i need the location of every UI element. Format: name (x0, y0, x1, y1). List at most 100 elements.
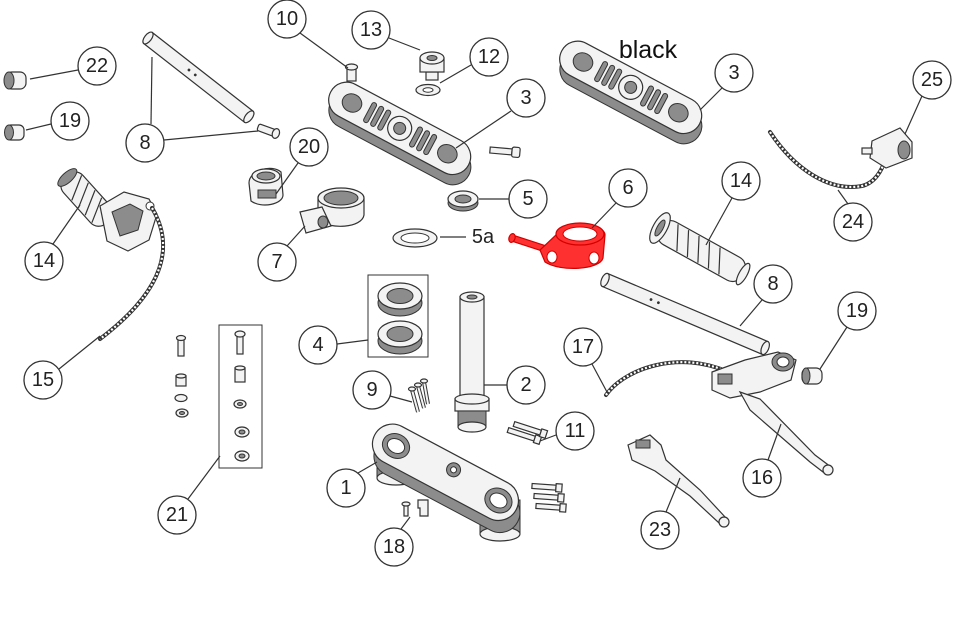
callout-20: 20 (275, 127, 329, 195)
callout-number: 1 (340, 477, 351, 499)
callout-circle (267, 0, 307, 39)
callout-number: 17 (572, 336, 594, 358)
leader-line (739, 299, 763, 327)
leader-line (665, 477, 681, 513)
callout-number: 22 (86, 55, 108, 77)
part-3-top-clamp-black (559, 40, 703, 145)
callout-12: 12 (439, 37, 509, 84)
callout-circle (714, 53, 754, 93)
callout-circle (23, 360, 63, 400)
part-10-bolt (344, 63, 359, 82)
part-18-small-bolt-and-clip (401, 499, 429, 517)
callout-15: 15 (23, 335, 101, 400)
part-3-top-clamp (328, 81, 472, 186)
part-19-left-cap (4, 124, 25, 141)
part-4-bearing-set (367, 274, 429, 358)
callout-11: 11 (539, 411, 595, 451)
leader-line (299, 32, 349, 69)
leader-line (439, 64, 472, 84)
callout-18: 18 (374, 516, 414, 567)
callout-3: 3 (455, 78, 546, 149)
callout-number: 8 (767, 273, 778, 295)
callout-number: 16 (751, 467, 773, 489)
callout-number: 6 (622, 177, 633, 199)
callout-25: 25 (904, 60, 952, 135)
callout-6: 6 (591, 168, 648, 229)
callout-13: 13 (351, 10, 421, 51)
callout-circle (640, 510, 680, 550)
leader-line (400, 516, 411, 530)
callout-8-right: 8 (739, 264, 793, 327)
part-14-left-grip (57, 168, 158, 252)
part-15-throttle-cable (98, 206, 166, 341)
part-21-hardware-kit (174, 324, 263, 469)
leader-line (58, 335, 101, 370)
callout-14-left: 14 (24, 204, 81, 281)
callout-24: 24 (833, 189, 873, 242)
callout-number: 11 (565, 420, 586, 442)
callout-number: 23 (649, 519, 671, 541)
leader-line (187, 455, 221, 500)
callout-number: 12 (478, 46, 500, 68)
callout-number: 15 (32, 369, 54, 391)
leader-line (150, 56, 153, 125)
callout-circle (24, 241, 64, 281)
part-23-lever (627, 434, 730, 528)
part-5a-washer (392, 228, 438, 248)
part-5-bearing-ring (447, 190, 479, 212)
callout-10: 10 (267, 0, 349, 69)
part-8-handlebar-tube-right (600, 272, 770, 356)
callout-14-right: 14 (705, 161, 761, 246)
callout-3-black: 3 (699, 53, 754, 111)
small-bolt (489, 146, 521, 159)
callout-7: 7 (257, 225, 306, 282)
part-20-clamp (248, 167, 284, 206)
callout-circle (506, 78, 546, 118)
callout-21: 21 (157, 455, 221, 535)
leader-line (25, 123, 52, 131)
callout-circle (555, 411, 595, 451)
callout-circle (125, 123, 165, 163)
leader-line (705, 197, 733, 246)
callout-circle (298, 325, 338, 365)
callout-circle (374, 527, 414, 567)
callout-number: 9 (366, 379, 377, 401)
leader-line (455, 110, 512, 149)
leader-line (29, 69, 79, 80)
leader-line (837, 189, 849, 205)
callout-number: 5 (522, 188, 533, 210)
part-16-lever-assembly (711, 351, 834, 476)
callout-4: 4 (298, 325, 369, 365)
part-8-handlebar-tube-left (142, 31, 255, 124)
callout-circle (77, 46, 117, 86)
callout-number: 3 (520, 87, 531, 109)
callout-circle (721, 161, 761, 201)
callout-number: 21 (166, 504, 188, 526)
callout-circle (469, 37, 509, 77)
part-25-switch (861, 127, 913, 169)
part-13-top-nut (419, 51, 445, 81)
callout-circle (563, 327, 603, 367)
callout-circle (742, 458, 782, 498)
callout-circle (351, 10, 391, 50)
callout-number: 25 (921, 69, 943, 91)
callout-number: 18 (383, 536, 405, 558)
callout-19: 19 (25, 101, 90, 141)
callout-circle (157, 495, 197, 535)
callout-circle (608, 168, 648, 208)
callout-number: 14 (33, 250, 55, 272)
callout-number: 8 (139, 132, 150, 154)
leader-line (819, 326, 848, 370)
callout-circle (289, 127, 329, 167)
callout-22: 22 (29, 46, 117, 86)
leader-line (699, 87, 723, 111)
callout-1: 1 (326, 461, 378, 508)
callout-number: 3 (728, 62, 739, 84)
callout-circle (833, 202, 873, 242)
leader-line (539, 434, 557, 442)
callout-circle (837, 291, 877, 331)
callout-number: 19 (59, 110, 81, 132)
leader-line (275, 162, 299, 195)
leader-line (336, 339, 369, 345)
callout-5: 5 (479, 179, 548, 219)
